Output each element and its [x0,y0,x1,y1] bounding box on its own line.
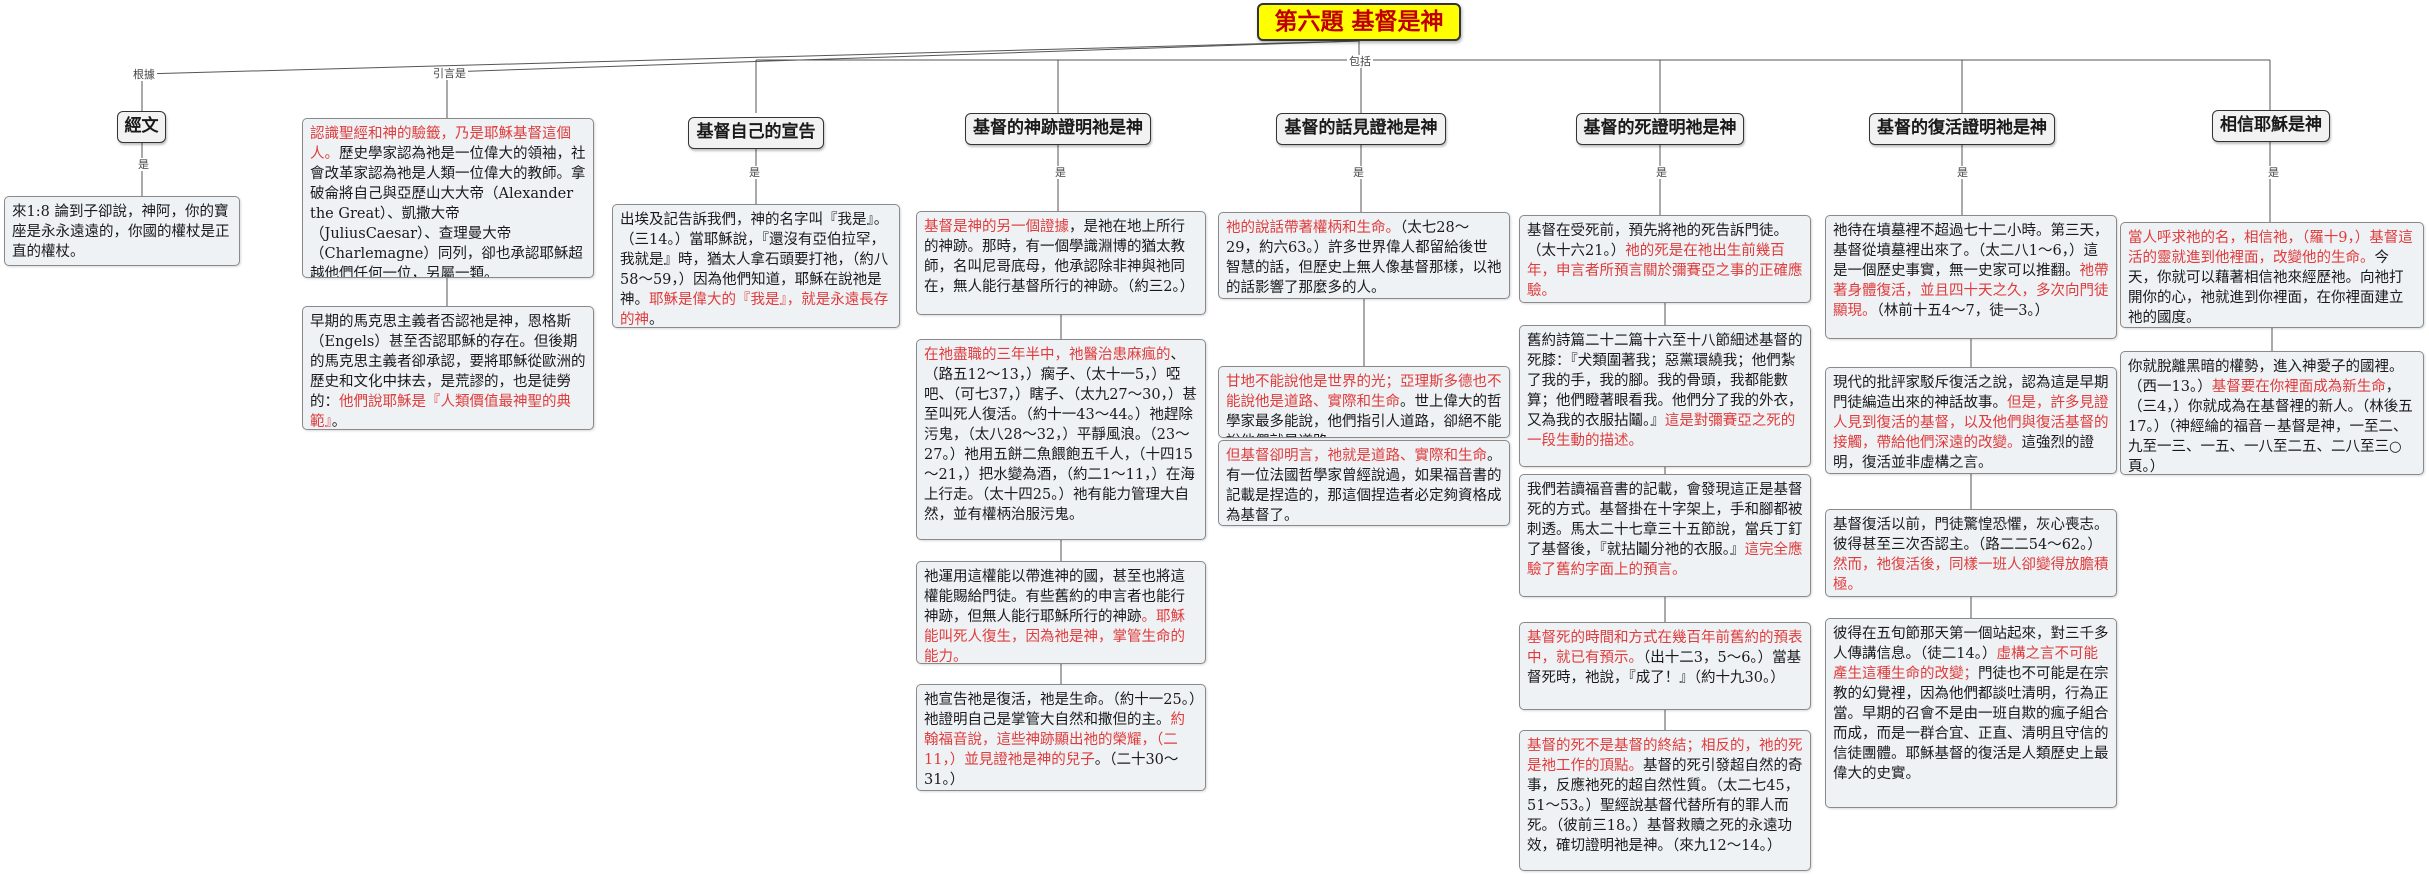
body-text: 舊約詩篇二十二篇十六至十八節細述基督的死膝：『犬類圍著我；惡黨環繞我；他們紮了我… [1527,333,1803,429]
body-text: 。世上偉大的哲學家最多能說，他們指引人道路，卻絕不能說他們就是道路。 [1226,394,1502,437]
node-intro-a[interactable]: 認識聖經和神的驗籤，乃是耶穌基督這個人。歷史學家認為祂是一位偉大的領袖，社會改革… [302,118,594,278]
highlight-text: 耶穌是偉大的『我是』，就是永遠長存的神 [620,292,889,328]
highlight-text: 他們說耶穌是『人類價值最神聖的典範』 [310,394,571,430]
node-believe-2[interactable]: 你就脫離黑暗的權勢，進入神愛子的國裡。（西一13。）基督要在你裡面成為新生命，（… [2120,351,2424,475]
body-text: （林前十五4～7，徒一3。） [1876,303,2050,319]
node-word-2[interactable]: 甘地不能說他是世界的光；亞理斯多德也不能說他是道路、實際和生命。世上偉大的哲學家… [1218,366,1510,438]
highlight-text: 這完全應驗了舊約字面上的預言。 [1527,542,1803,578]
body-text: 這強烈的證明，復活並非虛構之言。 [1833,435,2094,471]
link-label-shi-1: 是 [136,158,151,171]
highlight-text: 基督死的時間和方式在幾百年前舊約的預表中，就已有預示。 [1527,630,1803,666]
link-label-shi-5: 是 [1654,166,1669,179]
body-text: 祂宣告祂是復活，祂是生命。（約十一25。）祂證明自己是掌管大自然和撒但的主。 [924,692,1197,728]
body-text: 早期的馬克思主義者否認祂是神，恩格斯（Engels）甚至否認耶穌的存在。但後期的… [310,314,586,410]
highlight-text: 認識聖經和神的驗籤，乃是耶穌基督這個人。 [310,126,571,162]
node-believe-1[interactable]: 當人呼求祂的名，相信祂，（羅十9，）基督這活的靈就進到他裡面，改變他的生命。今天… [2120,222,2424,328]
root-topic[interactable]: 第六題 基督是神 [1257,3,1461,41]
body-text: 基督在受死前，預先將祂的死告訴門徒。（太十六21。） [1527,223,1788,259]
link-label-baokuo: 包括 [1347,55,1373,68]
link-label-shi-7: 是 [2266,166,2281,179]
body-text: 現代的批評家駁斥復活之說，認為這是早期門徒編造出來的神話故事。 [1833,375,2109,411]
node-miracle-2[interactable]: 在祂盡職的三年半中，祂醫治患麻瘋的、（路五12～13，）瘸子、（太十一5，）啞吧… [916,339,1206,540]
header-believe[interactable]: 相信耶穌是神 [2212,110,2330,142]
highlight-text: 在祂盡職的三年半中，祂醫治患麻瘋的 [924,347,1171,363]
body-text: 門徒也不可能是在宗教的幻覺裡，因為他們都談吐清明，行為正當。早期的召會不是由一班… [1833,666,2109,782]
body-text: 。 [649,312,664,328]
highlight-text: 基督要在你裡面成為新生命 [2211,379,2386,395]
highlight-text: 當人呼求祂的名，相信祂，（羅十9，）基督這活的靈就進到他裡面，改變他的生命。 [2128,230,2413,266]
body-text: 。有一位法國哲學家曾經說過，如果福音書的記載是捏造的，那這個捏造者必定夠資格成為… [1226,448,1502,524]
body-text: 你就脫離黑暗的權勢，進入神愛子的國裡。（西一13。） [2128,359,2404,395]
body-text: 歷史學家認為祂是一位偉大的領袖，社會改革家認為祂是人類一位偉大的教師。拿破侖將自… [310,146,586,278]
body-text: ，（三4，）你就成為在基督裡的新人。（林後五17。）（神經綸的福音－基督是神，一… [2128,379,2413,475]
node-death-1[interactable]: 基督在受死前，預先將祂的死告訴門徒。（太十六21。）祂的死是在祂出生前幾百年，申… [1519,215,1811,303]
node-death-5[interactable]: 基督的死不是基督的終結；相反的，祂的死是祂工作的頂點。基督的死引發超自然的奇事，… [1519,730,1811,871]
body-text: 。（二十30～31。） [924,752,1179,788]
body-text: 、（路五12～13，）瘸子、（太十一5，）啞吧、（可七37，）瞎子、（太九27～… [924,347,1197,523]
header-resurrection[interactable]: 基督的復活證明祂是神 [1869,113,2055,145]
highlight-text: 約翰福音說，這些神跡顯出祂的榮耀，（二11，）並見證祂是神的兒子 [924,712,1185,768]
node-death-4[interactable]: 基督死的時間和方式在幾百年前舊約的預表中，就已有預示。（出十二3，5～6。）當基… [1519,622,1811,710]
node-res-2[interactable]: 現代的批評家駁斥復活之說，認為這是早期門徒編造出來的神話故事。但是，許多見證人見… [1825,367,2117,474]
body-text: 今天，你就可以藉著相信祂來經歷祂。向祂打開你的心，祂就進到你裡面，在你裡面建立祂… [2128,250,2404,326]
highlight-text: 甘地不能說他是世界的光；亞理斯多德也不能說他是道路、實際和生命 [1226,374,1502,410]
highlight-text: 但基督卻明言，祂就是道路、實際和生命 [1226,448,1487,464]
header-miracles[interactable]: 基督的神跡證明祂是神 [965,113,1151,145]
body-text: ，是祂在地上所行的神跡。那時，有一個學識淵博的猶太教師，名叫尼哥底母，他承認除非… [924,219,1195,295]
node-word-3[interactable]: 但基督卻明言，祂就是道路、實際和生命。有一位法國哲學家曾經說過，如果福音書的記載… [1218,440,1510,526]
header-jingwen[interactable]: 經文 [117,111,166,143]
node-self-claim[interactable]: 出埃及記告訴我們，神的名字叫『我是』。（三14。）當耶穌說，『還沒有亞伯拉罕，我… [612,204,900,328]
highlight-text: 祂的死是在祂出生前幾百年，申言者所預言關於彌賽亞之事的正確應驗。 [1527,243,1803,299]
highlight-text: 祂的說話帶著權柄和生命。 [1226,220,1400,236]
node-death-2[interactable]: 舊約詩篇二十二篇十六至十八節細述基督的死膝：『犬類圍著我；惡黨環繞我；他們紮了我… [1519,325,1811,467]
highlight-text: 但是，許多見證人見到復活的基督，以及他們與復活基督的接觸，帶給他們深遠的改變。 [1833,395,2109,451]
node-res-3[interactable]: 基督復活以前，門徒驚惶恐懼，灰心喪志。彼得甚至三次否認主。（路二二54～62。）… [1825,509,2117,597]
link-label-genju: 根據 [131,68,157,81]
body-text: （太七28～29，約六63。）許多世界偉人都留給後世智慧的話，但歷史上無人像基督… [1226,220,1502,296]
link-label-shi-4: 是 [1351,166,1366,179]
body-text: 。 [331,414,347,430]
node-word-1[interactable]: 祂的說話帶著權柄和生命。（太七28～29，約六63。）許多世界偉人都留給後世智慧… [1218,212,1510,299]
body-text: 我們若讀福音書的記載，會發現這正是基督死的方式。基督掛在十字架上，手和腳都被刺透… [1527,482,1803,558]
body-text: 祂待在墳墓裡不超過七十二小時。第三天，基督從墳墓裡出來了。（太二八1～6，）這是… [1833,223,2109,279]
link-label-shi-6: 是 [1955,166,1970,179]
header-self-claim[interactable]: 基督自己的宣告 [688,117,824,149]
node-miracle-1[interactable]: 基督是神的另一個證據，是祂在地上所行的神跡。那時，有一個學識淵博的猶太教師，名叫… [916,211,1206,315]
header-words[interactable]: 基督的話見證祂是神 [1276,113,1446,145]
connector-line [446,40,1360,73]
header-death[interactable]: 基督的死證明祂是神 [1576,113,1744,145]
node-death-3[interactable]: 我們若讀福音書的記載，會發現這正是基督死的方式。基督掛在十字架上，手和腳都被刺透… [1519,474,1811,597]
body-text: 出埃及記告訴我們，神的名字叫『我是』。（三14。）當耶穌說，『還沒有亞伯拉罕，我… [620,212,889,308]
highlight-text: 然而，祂復活後，同樣一班人卻變得放膽積極。 [1833,557,2109,593]
node-miracle-3[interactable]: 祂運用這權能以帶進神的國，甚至也將這權能賜給門徒。有些舊約的申言者也能行神跡，但… [916,561,1206,664]
body-text: 彼得在五旬節那天第一個站起來，對三千多人傳講信息。（徒二14。） [1833,626,2109,662]
body-text: 基督的死引發超自然的奇事，反應祂死的超自然性質。（太二七45，51～53。）聖經… [1527,758,1803,854]
body-text: 祂運用這權能以帶進神的國，甚至也將這權能賜給門徒。有些舊約的申言者也能行神跡，但… [924,569,1185,625]
node-res-4[interactable]: 彼得在五旬節那天第一個站起來，對三千多人傳講信息。（徒二14。）虛構之言不可能產… [1825,618,2117,808]
highlight-text: 虛構之言不可能產生這種生命的改變； [1833,646,2098,682]
link-label-yinyan: 引言是 [431,67,468,80]
highlight-text: 祂帶著身體復活，並且四十天之久，多次向門徒顯現。 [1833,263,2109,319]
link-label-shi-3: 是 [1053,166,1068,179]
link-label-shi-2: 是 [747,166,762,179]
body-text: （出十二3，5～6。）當基督死時，祂說，『成了！』（約十九30。） [1527,650,1802,686]
body-text: 來1:8 論到子卻說，神阿，你的寶座是永永遠遠的，你國的權杖是正直的權杖。 [12,204,230,260]
highlight-text: 基督的死不是基督的終結；相反的，祂的死是祂工作的頂點。 [1527,738,1803,774]
body-text: 基督復活以前，門徒驚惶恐懼，灰心喪志。彼得甚至三次否認主。（路二二54～62。） [1833,517,2109,553]
node-jingwen[interactable]: 來1:8 論到子卻說，神阿，你的寶座是永永遠遠的，你國的權杖是正直的權杖。 [4,196,240,266]
highlight-text: 基督是神的另一個證據 [924,219,1069,235]
node-miracle-4[interactable]: 祂宣告祂是復活，祂是生命。（約十一25。）祂證明自己是掌管大自然和撒但的主。約翰… [916,684,1206,791]
connector-line [141,40,1360,75]
node-res-1[interactable]: 祂待在墳墓裡不超過七十二小時。第三天，基督從墳墓裡出來了。（太二八1～6，）這是… [1825,215,2117,339]
node-intro-b[interactable]: 早期的馬克思主義者否認祂是神，恩格斯（Engels）甚至否認耶穌的存在。但後期的… [302,306,594,430]
highlight-text: 。耶穌能叫死人復生，因為祂是神，掌管生命的能力。 [924,609,1185,664]
highlight-text: 這是對彌賽亞之死的一段生動的描述。 [1527,413,1796,449]
